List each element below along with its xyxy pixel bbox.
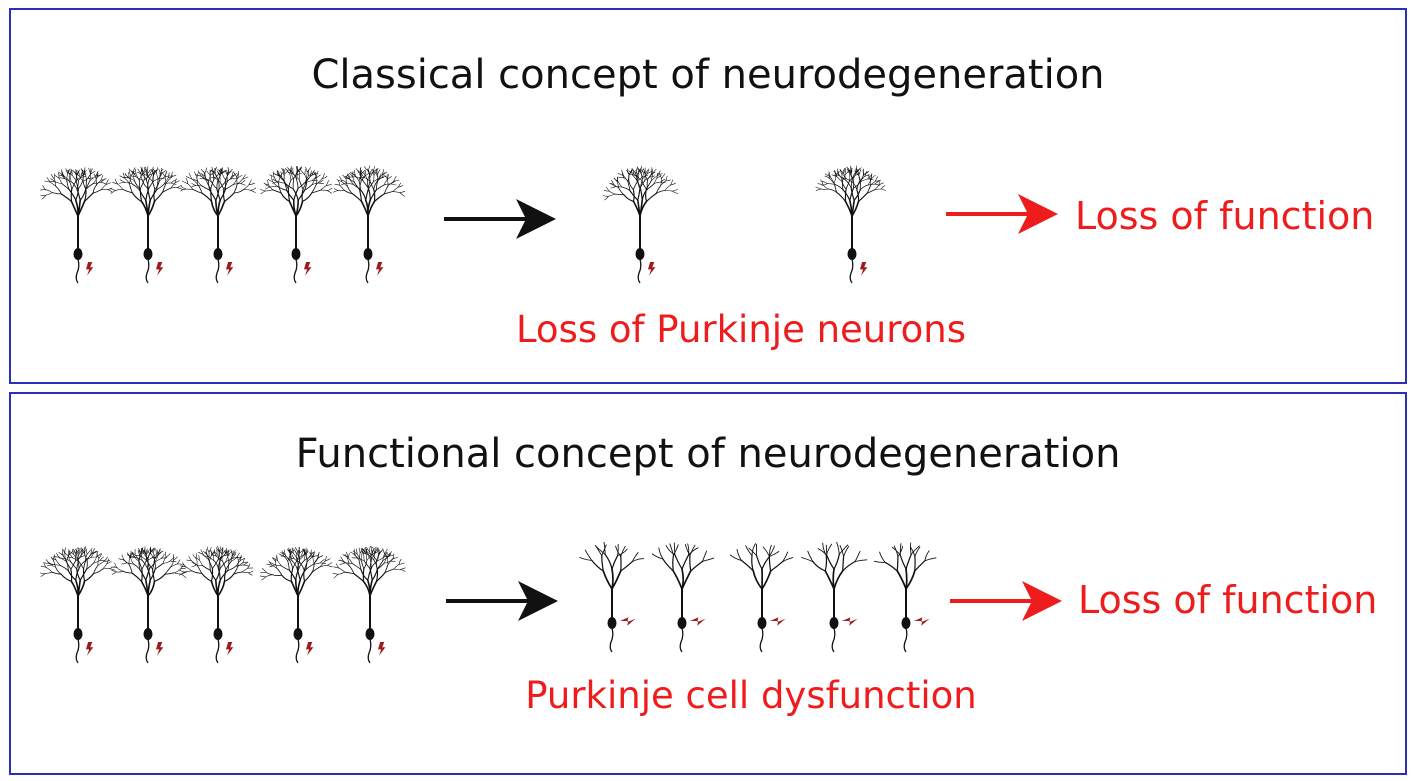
loss-of-neurons-caption: Loss of Purkinje neurons bbox=[515, 308, 967, 351]
loss-of-function-arrow-classical bbox=[946, 194, 1058, 234]
cell-dysfunction-caption: Purkinje cell dysfunction bbox=[525, 674, 977, 717]
functional-loss-of-function-label: Loss of function bbox=[1078, 578, 1378, 622]
transition-arrow-classical bbox=[444, 199, 556, 239]
dysfunctional-neuron-2 bbox=[651, 542, 715, 653]
dysfunctional-neuron-1 bbox=[579, 541, 645, 653]
healthy-neuron-functional-4 bbox=[259, 546, 333, 664]
healthy-neuron-classical-2 bbox=[109, 166, 183, 284]
functional-concept-title: Functional concept of neurodegeneration bbox=[295, 431, 1121, 477]
loss-of-function-arrow-functional bbox=[950, 581, 1062, 621]
classical-concept-panel: Classical concept of neurodegeneration L… bbox=[9, 8, 1407, 384]
healthy-neuron-classical-5 bbox=[333, 165, 406, 284]
dysfunctional-neuron-3 bbox=[729, 543, 794, 653]
classical-concept-title: Classical concept of neurodegeneration bbox=[311, 52, 1105, 98]
healthy-neuron-functional-1 bbox=[39, 546, 116, 664]
healthy-neuron-functional-5 bbox=[332, 545, 406, 664]
healthy-neuron-classical-3 bbox=[180, 166, 257, 284]
classical-loss-of-function-label: Loss of function bbox=[1075, 194, 1375, 238]
functional-concept-panel: Functional concept of neurodegeneration … bbox=[9, 392, 1407, 775]
surviving-neuron-1 bbox=[602, 165, 679, 284]
healthy-neuron-functional-2 bbox=[111, 546, 187, 664]
healthy-neuron-functional-3 bbox=[178, 546, 254, 664]
healthy-neuron-classical-1 bbox=[40, 167, 113, 284]
transition-arrow-functional bbox=[446, 581, 558, 621]
dysfunctional-neuron-5 bbox=[873, 542, 937, 653]
surviving-neuron-2 bbox=[815, 165, 886, 284]
healthy-neuron-classical-4 bbox=[260, 166, 333, 284]
dysfunctional-neuron-4 bbox=[801, 541, 868, 653]
